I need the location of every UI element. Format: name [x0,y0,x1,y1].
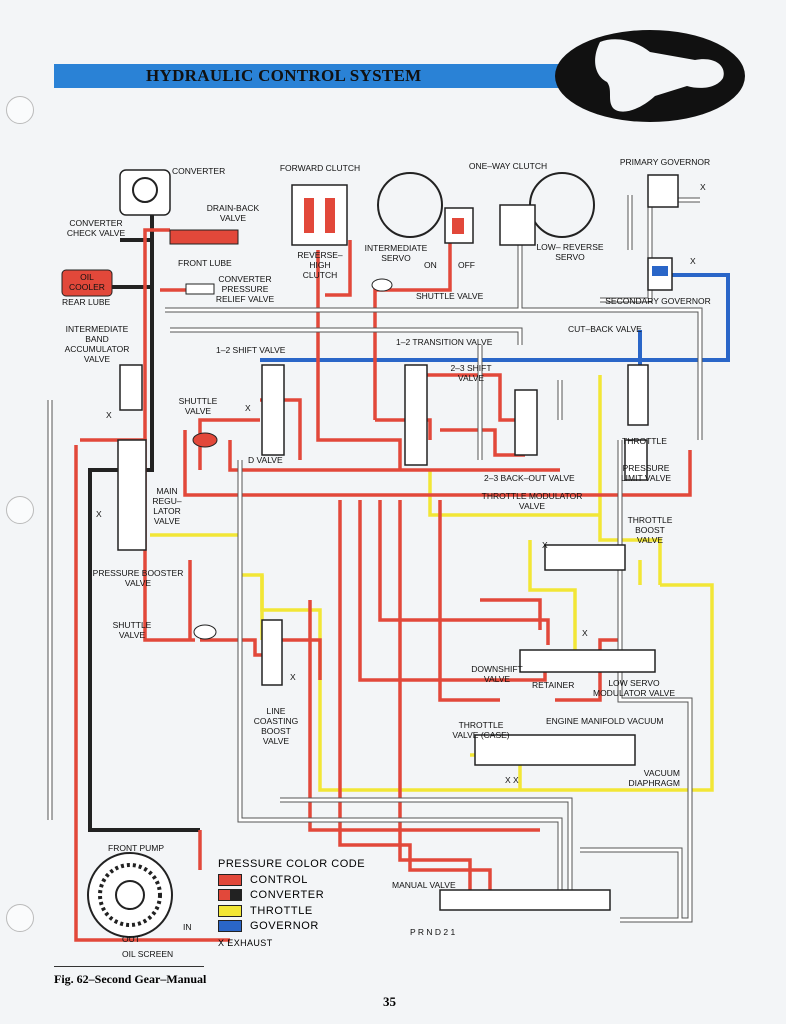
label-one-way-clutch: ONE–WAY CLUTCH [468,161,548,171]
secondary-governor-icon [647,257,673,291]
primary-governor-icon [647,174,679,208]
legend-swatch-governor [218,920,242,933]
legend-swatch-converter [218,889,242,902]
label-converter-check-valve: CONVERTER CHECK VALVE [66,218,126,238]
legend-item-converter: CONVERTER [218,889,324,902]
forward-clutch-icon [291,184,348,246]
label-pump-in: IN [183,922,192,932]
label-d-valve: D VALVE [248,455,283,465]
legend-swatch-control [218,874,242,887]
binder-hole-top [6,96,34,124]
label-secondary-governor: SECONDARY GOVERNOR [605,296,711,306]
binder-hole-bottom [6,904,34,932]
drain-back-valve-icon [169,229,239,245]
label-pressure-limit-valve: PRESSURE LIMIT VALVE [620,463,672,483]
legend-title: PRESSURE COLOR CODE [218,858,366,870]
legend-item-control: CONTROL [218,874,308,887]
exhaust-mark: X [290,672,296,682]
intermediate-servo-icon [377,172,474,244]
label-main-regulator-valve: MAIN REGU– LATOR VALVE [152,486,182,526]
label-intermediate-servo: INTERMEDIATE SERVO [364,243,428,263]
label-pump-out: OUT [122,934,140,944]
label-servo-on: ON [424,260,437,270]
label-intermediate-band-accumulator: INTERMEDIATE BAND ACCUMULATOR VALVE [64,324,130,364]
label-shuttle-valve-left: SHUTTLE VALVE [178,396,218,416]
front-pump-icon [87,852,173,938]
label-converter: CONVERTER [172,166,226,176]
valve-bodies [117,364,656,911]
exhaust-mark: X [542,540,548,550]
label-line-coasting-boost-valve: LINE COASTING BOOST VALVE [253,706,299,746]
label-engine-manifold-vacuum: ENGINE MANIFOLD VACUUM [546,716,664,726]
label-pressure-booster-valve: PRESSURE BOOSTER VALVE [92,568,184,588]
label-throttle-valve-case: THROTTLE VALVE (CASE) [452,720,510,740]
shuttle-valve-mid-icon [193,624,217,640]
label-converter-pressure-relief: CONVERTER PRESSURE RELIEF VALVE [215,274,275,304]
label-primary-governor: PRIMARY GOVERNOR [619,157,711,167]
label-prnd21: P R N D 2 1 [410,927,456,937]
exhaust-mark: X [582,628,588,638]
label-shuttle-valve-top: SHUTTLE VALVE [416,291,484,301]
label-1-2-shift-valve: 1–2 SHIFT VALVE [216,345,286,355]
legend-swatch-throttle [218,905,242,918]
converter-pressure-relief-icon [185,283,215,295]
page-number: 35 [383,994,396,1009]
exhaust-lines [48,195,702,922]
label-drain-back-valve: DRAIN-BACK VALVE [206,203,260,223]
label-low-reverse-servo: LOW– REVERSE SERVO [536,242,604,262]
exhaust-mark: X [245,403,251,413]
label-vacuum-diaphragm: VACUUM DIAPHRAGM [628,768,680,788]
label-cut-back-valve: CUT–BACK VALVE [568,324,642,334]
label-oil-screen: OIL SCREEN [122,949,174,959]
legend-item-governor: GOVERNOR [218,920,319,933]
label-rear-lube: REAR LUBE [62,297,111,307]
label-1-2-transition-valve: 1–2 TRANSITION VALVE [396,337,493,347]
label-2-3-back-out-valve: 2–3 BACK–OUT VALVE [484,473,575,483]
low-reverse-servo-icon [499,172,595,246]
label-oil-cooler: OIL COOLER [69,272,105,292]
label-reverse-high-clutch: REVERSE– HIGH CLUTCH [297,250,343,280]
label-throttle-boost-valve: THROTTLE BOOST VALVE [627,515,673,545]
page-title: HYDRAULIC CONTROL SYSTEM [146,66,422,85]
binder-hole-middle [6,496,34,524]
legend-exhaust: X EXHAUST [218,938,273,948]
caption-rule [54,966,204,967]
exhaust-mark: X [106,410,112,420]
label-forward-clutch: FORWARD CLUTCH [279,163,361,173]
exhaust-mark: X [690,256,696,266]
exhaust-mark: X [96,509,102,519]
label-downshift-valve: DOWNSHIFT VALVE [471,664,523,684]
label-shuttle-valve-mid: SHUTTLE VALVE [112,620,152,640]
label-throttle-modulator-valve: THROTTLE MODULATOR VALVE [481,491,583,511]
shuttle-valve-left-icon [192,432,218,448]
transmission-silhouette-icon [595,39,724,112]
figure-caption: Fig. 62–Second Gear–Manual [54,972,207,986]
label-low-servo-modulator-valve: LOW SERVO MODULATOR VALVE [592,678,676,698]
converter-icon [119,169,171,216]
title-banner [54,64,574,88]
oil-cooler-box [61,269,113,297]
exhaust-mark: X [700,182,706,192]
label-manual-valve: MANUAL VALVE [392,880,456,890]
label-retainer: RETAINER [532,680,575,690]
exhaust-marks-throttle-valve: X X [505,775,519,785]
shuttle-valve-top-icon [371,278,393,292]
label-throttle: THROTTLE [622,436,667,446]
label-front-pump: FRONT PUMP [108,843,165,853]
label-front-lube: FRONT LUBE [178,258,232,268]
label-2-3-shift-valve: 2–3 SHIFT VALVE [450,363,492,383]
label-servo-off: OFF [458,260,475,270]
legend-item-throttle: THROTTLE [218,905,313,918]
transmission-logo-oval [555,30,745,122]
